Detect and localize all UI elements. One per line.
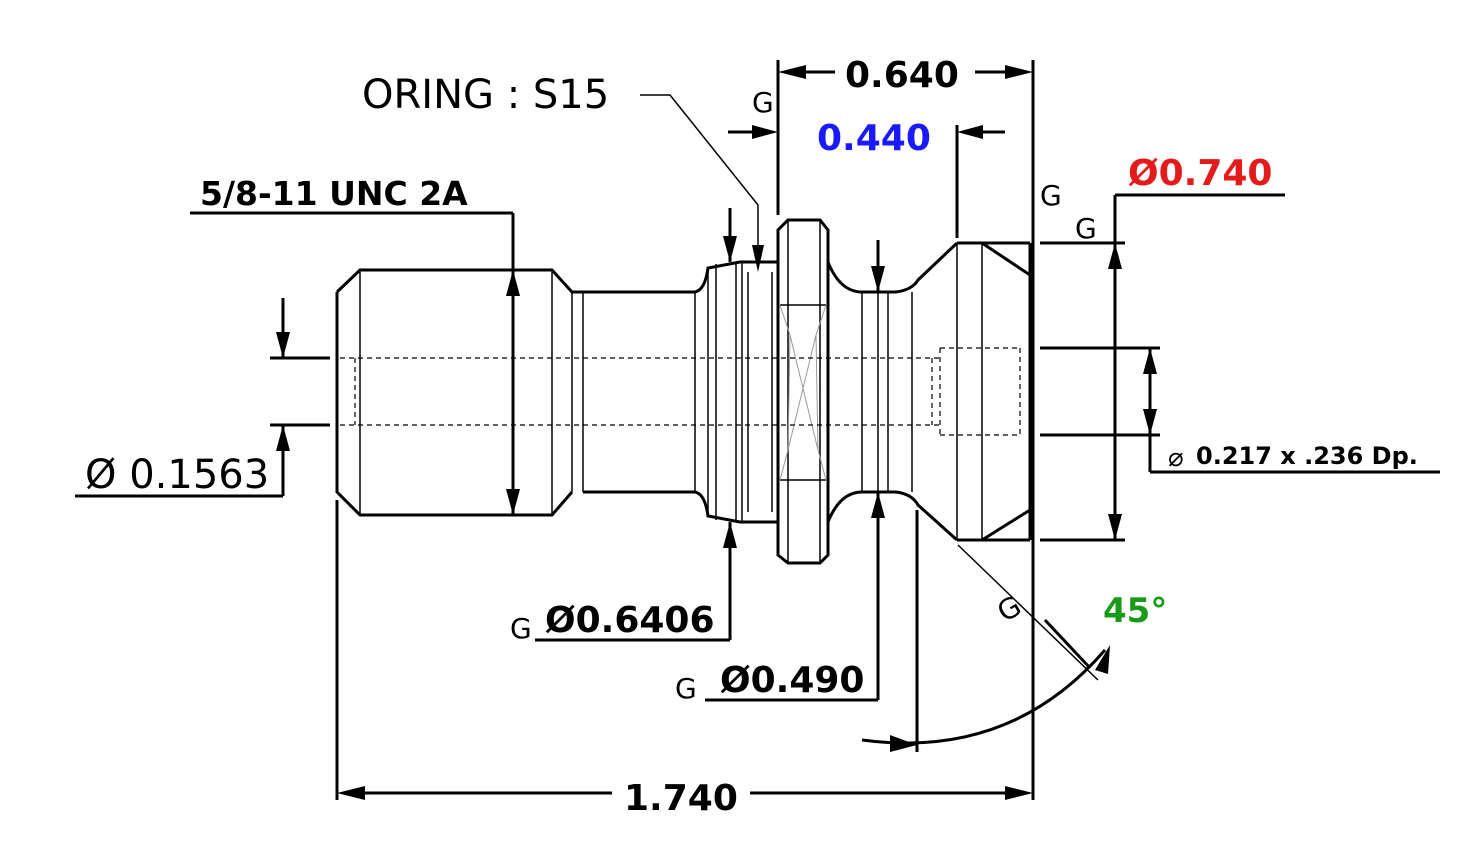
grind-g-icon: G — [510, 612, 532, 645]
thread-label: 5/8-11 UNC 2A — [200, 174, 468, 213]
diameter-icon: ⌀ — [1168, 443, 1184, 473]
dimension-lines — [75, 60, 1440, 800]
dia-06406-label: Ø0.6406 — [545, 600, 715, 641]
grind-g-icon: G — [675, 672, 697, 705]
dia-01563-label: Ø 0.1563 — [85, 452, 269, 498]
oring-label: ORING : S15 — [362, 72, 609, 118]
dia-0490-label: Ø0.490 — [720, 660, 864, 701]
grind-g-icon: G — [1075, 212, 1097, 245]
dim-0440-label: 0.440 — [817, 118, 931, 159]
hole-spec-label: 0.217 x .236 Dp. — [1196, 442, 1418, 470]
dimension-labels: ORING : S15 5/8-11 UNC 2A 0.640 0.440 Ø0… — [85, 55, 1418, 819]
grind-g-icon: G — [752, 86, 774, 119]
angle-45-label: 45° — [1103, 591, 1167, 631]
grind-g-icon: G — [1040, 179, 1062, 212]
dim-1740-label: 1.740 — [624, 778, 738, 819]
grind-g-icon: G — [992, 589, 1027, 628]
part-outline — [335, 218, 1032, 565]
hole-spec: ⌀ 0.217 x .236 Dp. — [1168, 442, 1418, 473]
dia-0740-label: Ø0.740 — [1128, 153, 1272, 194]
dim-0640-label: 0.640 — [845, 55, 959, 96]
